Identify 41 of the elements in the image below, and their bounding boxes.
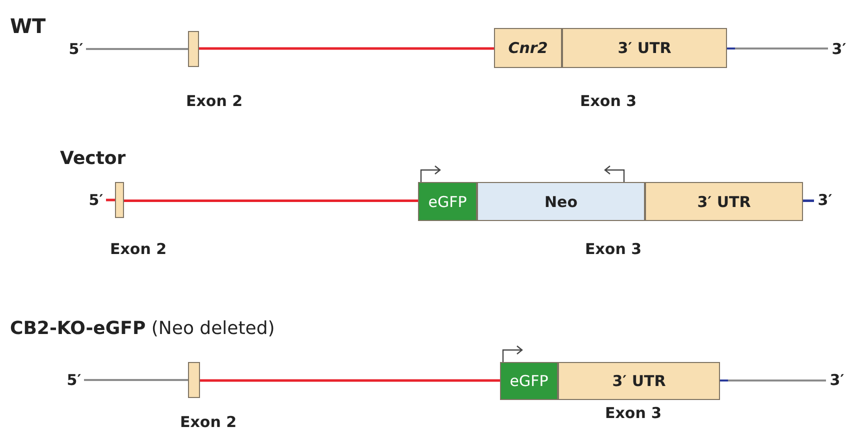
segment-label: eGFP — [510, 372, 548, 390]
exon-segment — [494, 28, 562, 68]
gene-line — [124, 200, 418, 202]
segment-label: 3′ UTR — [618, 39, 672, 57]
construct-title: Vector — [60, 148, 126, 169]
exon-segment — [477, 182, 645, 221]
exon-label: Exon 3 — [585, 240, 642, 258]
gene-line — [200, 379, 500, 382]
gene-line — [199, 47, 494, 50]
exon-segment — [645, 182, 803, 221]
exon-segment — [500, 362, 558, 400]
strand-end-label: 3′ — [826, 371, 848, 389]
exon-label: Exon 3 — [605, 404, 662, 422]
exon-label: Exon 2 — [180, 413, 237, 431]
strand-end-label: 3′ — [828, 40, 850, 58]
gene-line — [84, 379, 188, 381]
strand-end-label: 5′ — [64, 371, 84, 389]
exon-box — [188, 31, 199, 67]
exon-segment — [558, 362, 720, 400]
segment-label: 3′ UTR — [612, 372, 666, 390]
strand-end-label: 5′ — [66, 40, 86, 58]
exon-label: Exon 2 — [186, 92, 243, 110]
strand-end-label: 3′ — [814, 191, 836, 209]
strand-end-label: 5′ — [86, 191, 106, 209]
gene-line — [803, 200, 814, 202]
gene-line — [86, 48, 188, 50]
exon-segment — [562, 28, 727, 68]
segment-label: 3′ UTR — [697, 192, 751, 210]
segment-label: Neo — [544, 192, 578, 210]
segment-label: eGFP — [428, 192, 467, 210]
exon-label: Exon 3 — [580, 92, 637, 110]
segment-label: Cnr2 — [508, 39, 548, 57]
gene-line — [106, 198, 115, 202]
construct-title: CB2-KO-eGFP (Neo deleted) — [10, 318, 275, 339]
gene-line — [727, 48, 828, 50]
exon-label: Exon 2 — [110, 240, 167, 258]
construct-title: WT — [10, 14, 46, 38]
exon-box — [188, 362, 200, 398]
exon-box — [115, 182, 124, 218]
exon-segment — [418, 182, 477, 221]
gene-line — [720, 380, 826, 382]
